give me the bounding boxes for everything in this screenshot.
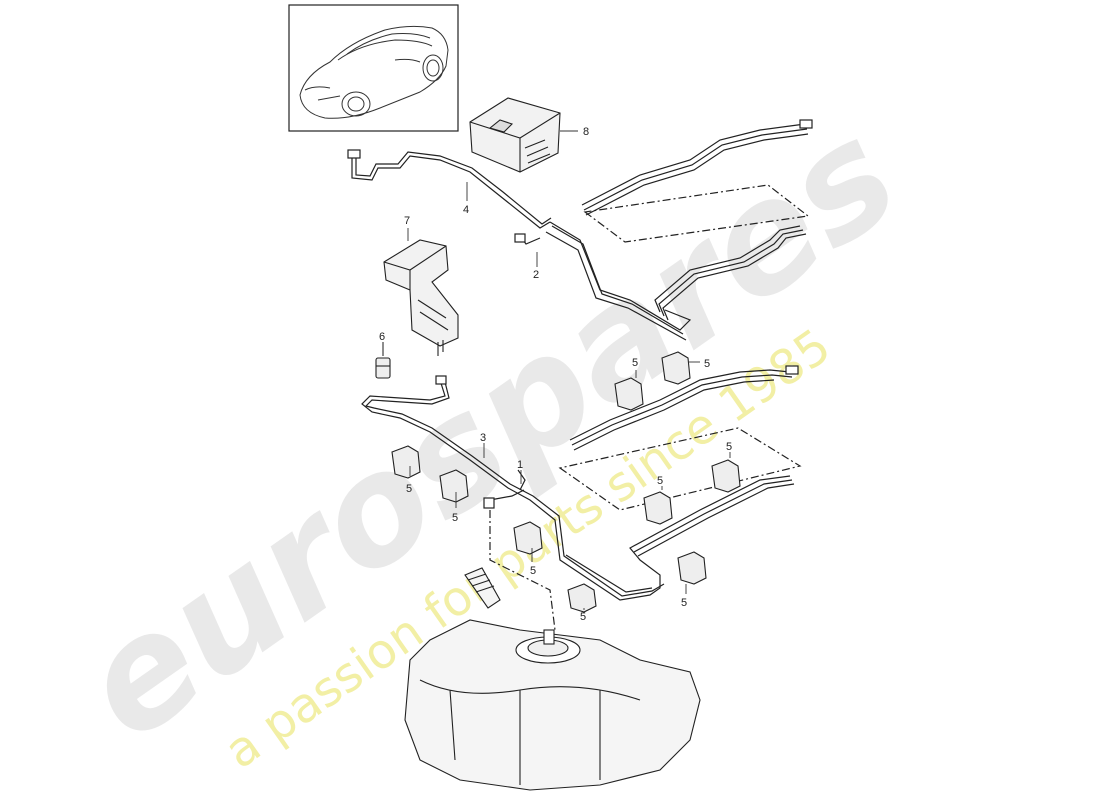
callout-6: 6 xyxy=(379,331,385,343)
callout-5: 5 xyxy=(406,483,412,495)
callout-5: 5 xyxy=(530,565,536,577)
callout-5: 5 xyxy=(726,441,732,453)
callout-5: 5 xyxy=(704,358,710,370)
clip xyxy=(677,551,707,585)
clip xyxy=(439,469,469,503)
callout-5: 5 xyxy=(657,475,663,487)
clips xyxy=(391,351,741,613)
callout-3: 3 xyxy=(480,432,486,444)
callout-1: 1 xyxy=(517,459,523,471)
clip xyxy=(643,491,673,525)
clip xyxy=(614,377,644,411)
car-inset xyxy=(288,4,459,132)
clip xyxy=(711,459,741,493)
part-valve xyxy=(375,342,391,379)
part-fuel-line-lower xyxy=(361,365,802,631)
fuel-tank xyxy=(404,567,701,791)
callouts: 8 4 7 2 6 3 1 5 5 5 5 5 5 5 5 5 xyxy=(379,126,732,623)
callout-8: 8 xyxy=(583,126,589,138)
callout-5: 5 xyxy=(580,611,586,623)
part-canister xyxy=(383,239,459,356)
clip xyxy=(567,583,597,613)
leader-lines xyxy=(382,130,731,610)
callout-4: 4 xyxy=(463,204,469,216)
callout-5: 5 xyxy=(452,512,458,524)
part-control-unit xyxy=(469,97,578,173)
callout-7: 7 xyxy=(404,215,410,227)
callout-5: 5 xyxy=(632,357,638,369)
clip xyxy=(513,521,543,555)
callout-2: 2 xyxy=(533,269,539,281)
clip xyxy=(391,445,421,479)
callout-5: 5 xyxy=(681,597,687,609)
car-icon xyxy=(299,25,449,119)
part-fuel-line-upper xyxy=(347,119,813,341)
clip xyxy=(661,351,691,385)
